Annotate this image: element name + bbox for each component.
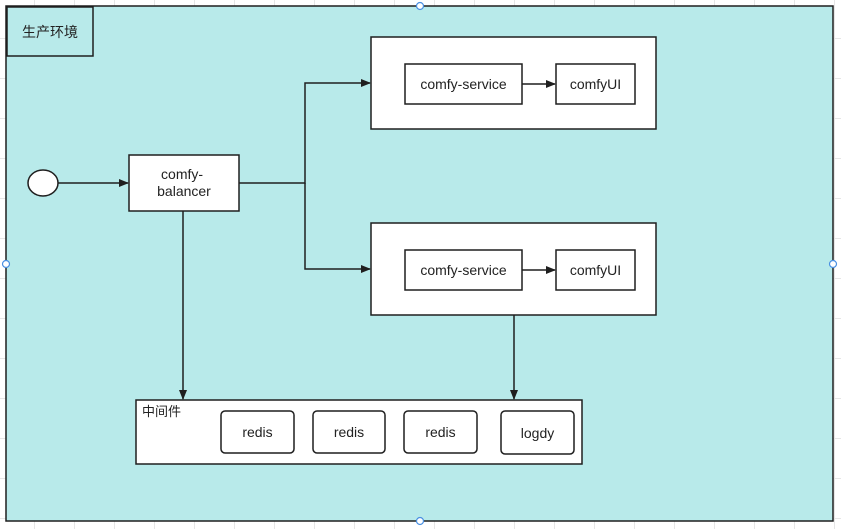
comfy-service-label-1: comfy-service bbox=[420, 76, 507, 92]
comfy-service-box-2[interactable] bbox=[404, 249, 523, 291]
environment-label-box[interactable] bbox=[6, 6, 94, 57]
redis-label-3: redis bbox=[425, 424, 455, 440]
comfyui-label-2: comfyUI bbox=[570, 262, 621, 278]
redis-box-2[interactable] bbox=[312, 410, 386, 454]
logdy-box[interactable] bbox=[500, 410, 575, 455]
redis-box-3[interactable] bbox=[403, 410, 478, 454]
balancer-label-line1: comfy- bbox=[161, 166, 203, 182]
balancer-label-line2: balancer bbox=[157, 183, 211, 199]
environment-label: 生产环境 bbox=[22, 24, 78, 40]
middleware-label: 中间件 bbox=[142, 404, 181, 419]
selection-handle-right[interactable] bbox=[828, 259, 838, 269]
comfyui-label-1: comfyUI bbox=[570, 76, 621, 92]
selection-handle-left[interactable] bbox=[1, 259, 11, 269]
comfyui-box-2[interactable] bbox=[555, 249, 636, 291]
start-node[interactable] bbox=[27, 169, 59, 197]
comfyui-box-1[interactable] bbox=[555, 63, 636, 105]
balancer-box[interactable] bbox=[128, 154, 240, 212]
comfy-service-label-2: comfy-service bbox=[420, 262, 507, 278]
redis-label-2: redis bbox=[334, 424, 364, 440]
redis-box-1[interactable] bbox=[220, 410, 295, 454]
selection-handle-bottom[interactable] bbox=[415, 516, 425, 526]
balancer-label: comfy- balancer bbox=[157, 166, 211, 199]
logdy-label: logdy bbox=[521, 425, 554, 441]
comfy-service-box-1[interactable] bbox=[404, 63, 523, 105]
arrow-balancer-to-group-1[interactable] bbox=[239, 79, 371, 184]
arrow-balancer-to-group-2[interactable] bbox=[304, 183, 371, 273]
selection-handle-top[interactable] bbox=[415, 1, 425, 11]
redis-label-1: redis bbox=[242, 424, 272, 440]
